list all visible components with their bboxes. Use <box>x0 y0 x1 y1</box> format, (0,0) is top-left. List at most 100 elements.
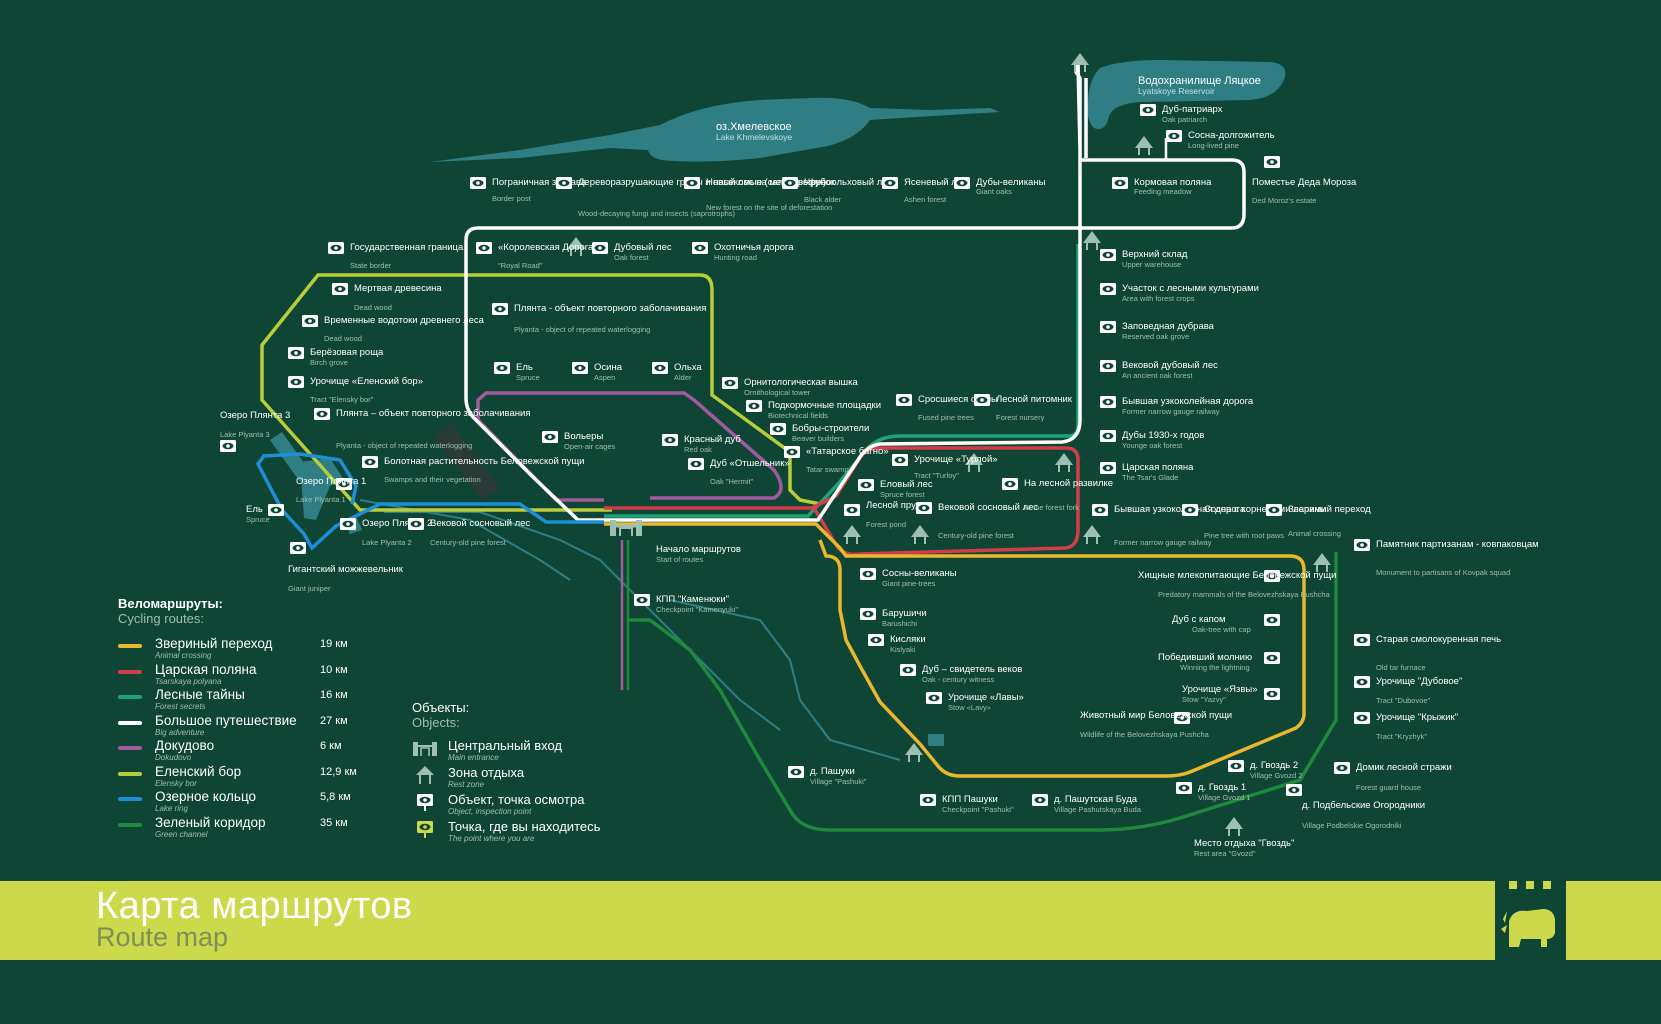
poi[interactable]: «Королевская Дорога»"Royal Road" <box>476 242 599 270</box>
legend-route-lesnye[interactable]: Лесные тайны Forest secrets 16 км <box>118 687 378 713</box>
poi[interactable]: Урочище «Лавы»Stow «Lavy» <box>926 692 1024 712</box>
poi[interactable]: Урочище "Дубовое"Tract "Dubovoe" <box>1354 676 1462 705</box>
object-inspection-point: Объект, точка осмотра Object, inspection… <box>412 792 652 819</box>
poi[interactable]: «Татарское багно»Tatar swamp <box>784 446 889 474</box>
legend-route-dokudovo[interactable]: Докудово Dokudovo 6 км <box>118 738 378 764</box>
legend-route-ozernoe[interactable]: Озерное кольцо Lake ring 5,8 км <box>118 789 378 815</box>
poi[interactable]: Дуб «Отшельник»Oak "Hermit" <box>688 458 790 486</box>
poi-label-en: Oak patriarch <box>1162 115 1207 124</box>
poi[interactable]: Хищные млекопитающие Беловежской пущиPre… <box>1138 570 1336 599</box>
poi-label-en: Ornithological tower <box>744 388 811 397</box>
route-dokudovo-line <box>476 391 783 502</box>
route-name-en: Animal crossing <box>155 651 212 660</box>
poi-label: «Татарское багно» <box>806 446 889 457</box>
poi-label-en: Border post <box>492 194 532 203</box>
poi[interactable]: Плянта – объект повторного заболачивания… <box>314 408 530 450</box>
legend-route-bolshoe[interactable]: Большое путешествие Big adventure 27 км <box>118 713 378 739</box>
poi[interactable]: Урочище "Крыжик"Tract "Kryzhyk" <box>1354 712 1458 741</box>
poi-label: Заповедная дубрава <box>1122 321 1215 332</box>
poi-label: д. Гвоздь 2 <box>1250 760 1298 771</box>
poi[interactable]: Урочище «Турлой»Tract "Turloy" <box>892 454 998 480</box>
poi[interactable]: Урочище «Язвы»Stow "Yazvy" <box>1182 684 1280 704</box>
poi-label-en: Wildlife of the Belovezhskaya Pushcha <box>1080 730 1210 739</box>
legend-route-zeleny[interactable]: Зеленый коридор Green channel 35 км <box>118 815 378 841</box>
poi-label: Участок с лесными культурами <box>1122 283 1259 294</box>
poi-label-en: Black alder <box>804 195 842 204</box>
legend-route-zveriny[interactable]: Звериный переход Animal crossing 19 км <box>118 636 378 662</box>
poi[interactable]: Памятник партизанам - ковпаковцамMonumen… <box>1354 539 1539 577</box>
legend-route-tsarskaya[interactable]: Царская поляна Tsarskaya polyana 10 км <box>118 662 378 688</box>
poi[interactable]: Болотная растительность Беловежской пущи… <box>362 456 584 484</box>
poi[interactable]: Плянта - объект повторного заболачивания… <box>492 303 706 334</box>
lake-plyanta <box>270 432 362 534</box>
poi[interactable]: КПП "Каменюки"Checkpoint "Kamenyuki" <box>634 594 738 614</box>
legend-route-elensky[interactable]: Еленский бор Elensky bor 12,9 км <box>118 764 378 790</box>
objects-title: Объекты: <box>412 700 470 715</box>
poi[interactable]: Урочище «Еленский бор»Tract "Elensky bor… <box>288 376 423 404</box>
poi-label-en: An ancient oak forest <box>1122 371 1193 380</box>
poi-label: Поместье Деда Мороза <box>1252 177 1357 188</box>
poi[interactable]: Дереворазрушающие грибы и насекомые (сап… <box>556 177 826 218</box>
